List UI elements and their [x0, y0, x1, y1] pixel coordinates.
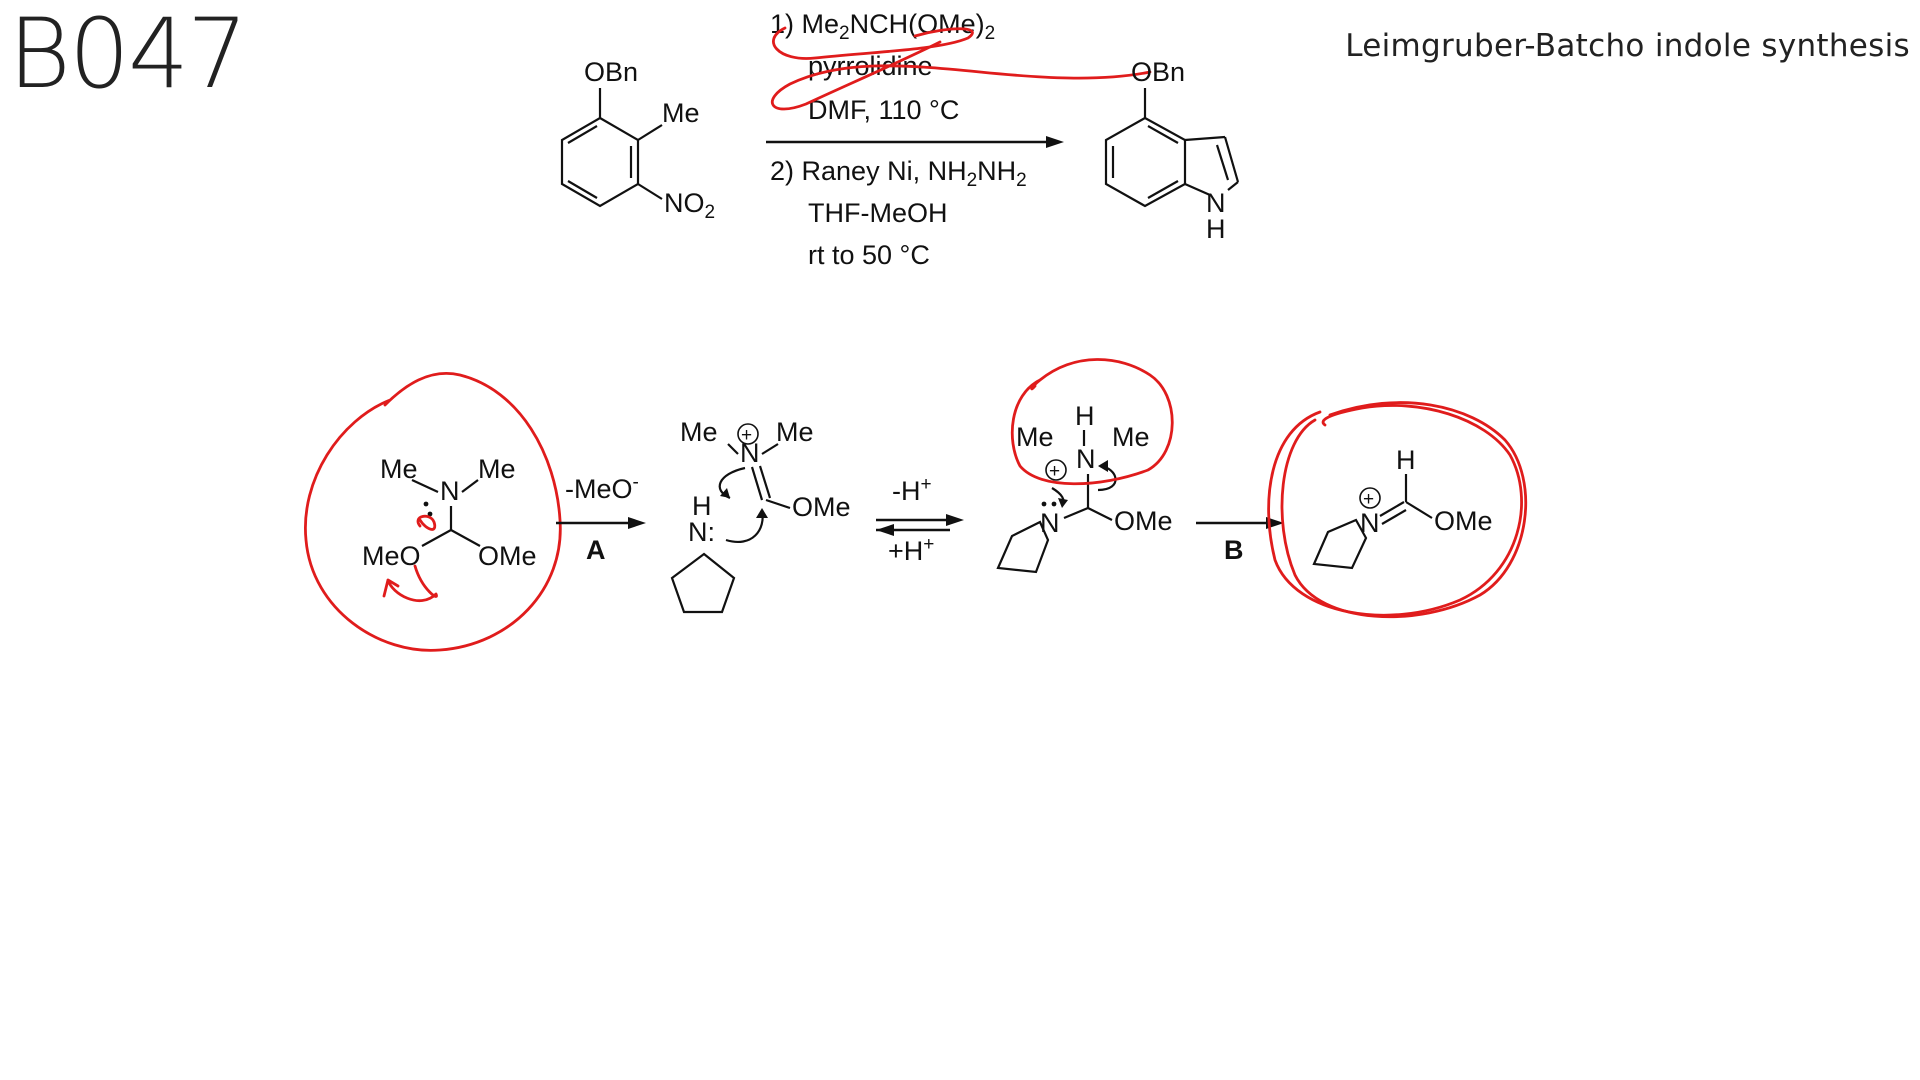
- svg-text:Me: Me: [1112, 422, 1150, 452]
- annotation-circle-product-outer: [1280, 401, 1528, 619]
- slide-code: B047: [8, 0, 248, 110]
- step2-number: 2): [770, 156, 794, 186]
- starting-material: OBn Me NO2: [560, 57, 715, 223]
- arrow-B-label: B: [1224, 535, 1244, 565]
- slide-title: Leimgruber-Batcho indole synthesis: [1345, 28, 1910, 64]
- reaction-conditions: 1) Me2NCH(OMe)2 pyrrolidine DMF, 110 °C …: [766, 9, 1152, 270]
- svg-text:OMe: OMe: [478, 541, 537, 571]
- svg-text:Me: Me: [680, 417, 718, 447]
- svg-text:+: +: [741, 425, 752, 446]
- annotation-strike-pyrrolidine: [770, 40, 1152, 111]
- svg-text:H: H: [692, 491, 712, 521]
- loss-methoxide-label: -MeO-: [565, 472, 639, 504]
- svg-text:N: N: [440, 476, 460, 506]
- svg-text:N: N: [1076, 444, 1096, 474]
- svg-text:+: +: [1363, 489, 1374, 510]
- svg-text:OMe: OMe: [792, 492, 851, 522]
- protonate-label: +H+: [888, 534, 934, 566]
- product-h-label: H: [1206, 214, 1226, 244]
- step1-conditions: DMF, 110 °C: [808, 95, 959, 125]
- mechanism-acetal: Me Me N MeO OMe: [304, 372, 562, 652]
- annotation-circle-product-inner: [1267, 404, 1523, 617]
- step2-temperature: rt to 50 °C: [808, 240, 930, 270]
- step-A: -MeO- A: [556, 472, 646, 565]
- svg-text:Me: Me: [478, 454, 516, 484]
- annotation-circle-reagent: [772, 26, 974, 60]
- deprotonate-label: -H+: [892, 474, 932, 506]
- mechanism-final-iminium: H + N OMe: [1267, 401, 1528, 619]
- mechanism-iminium: Me Me + N OMe H N:: [670, 417, 851, 614]
- annotation-circle-acetal: [304, 372, 562, 652]
- svg-text:N: N: [1360, 508, 1380, 538]
- annotation-circle-dimethylamine: [1010, 358, 1174, 486]
- svg-text:H: H: [1075, 401, 1095, 431]
- svg-text:N: N: [1040, 508, 1060, 538]
- svg-text:OMe: OMe: [1434, 506, 1493, 536]
- svg-text:1) Me2NCH(OMe)2: 1) Me2NCH(OMe)2: [770, 9, 995, 44]
- product-indole: OBn N H: [1104, 57, 1240, 244]
- svg-text:Me: Me: [1016, 422, 1054, 452]
- proton-transfer: -H+ +H+: [876, 474, 964, 566]
- svg-text:Me: Me: [380, 454, 418, 484]
- arrow-A-label: A: [586, 535, 606, 565]
- start-no2-label: NO2: [664, 188, 715, 223]
- svg-text:OMe: OMe: [1114, 506, 1173, 536]
- svg-text:N: N: [740, 438, 760, 468]
- start-me-label: Me: [662, 98, 700, 128]
- svg-text:H: H: [1396, 445, 1416, 475]
- svg-text:MeO: MeO: [362, 541, 421, 571]
- svg-text:2) Raney Ni, NH2NH2: 2) Raney Ni, NH2NH2: [770, 156, 1027, 191]
- mechanism-aminal: H Me Me N + OMe N: [996, 358, 1174, 574]
- product-nh-label: N: [1206, 188, 1226, 218]
- product-obn-label: OBn: [1131, 57, 1185, 87]
- start-obn-label: OBn: [584, 57, 638, 87]
- svg-text:+: +: [1049, 461, 1060, 482]
- svg-text:Me: Me: [776, 417, 814, 447]
- step2-reagent: Raney Ni, NH: [802, 156, 967, 186]
- step1-reagent: Me: [802, 9, 840, 39]
- step1-number: 1): [770, 9, 794, 39]
- step2-solvent: THF-MeOH: [808, 198, 947, 228]
- svg-text:N:: N:: [688, 517, 715, 547]
